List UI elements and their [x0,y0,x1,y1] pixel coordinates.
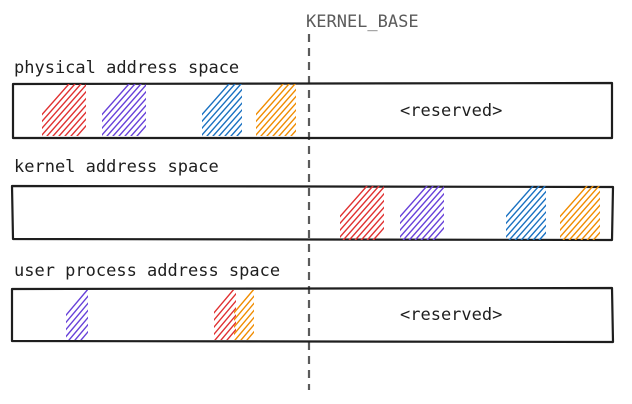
user-block-orange [234,290,254,340]
user-reserved-label: <reserved> [400,305,502,325]
physical-block-blue [202,84,242,136]
physical-block-purple [102,84,146,136]
user-process-address-space-label: user process address space [14,261,280,281]
kernel-base-label: KERNEL_BASE [306,12,419,32]
user-block-purple [66,290,88,340]
user-process-address-space-bar [10,286,615,344]
physical-address-space-bar [11,81,614,140]
kernel-block-purple [400,186,444,240]
kernel-block-red [340,186,384,240]
kernel-block-blue [506,186,546,240]
physical-block-orange [256,84,296,136]
physical-block-red [42,84,86,136]
physical-address-space-label: physical address space [14,58,239,78]
kernel-address-space-label: kernel address space [14,157,219,177]
physical-reserved-label: <reserved> [400,101,502,121]
kernel-block-orange [560,186,600,240]
kernel-address-space-bar [10,184,615,242]
user-block-red [214,290,236,340]
